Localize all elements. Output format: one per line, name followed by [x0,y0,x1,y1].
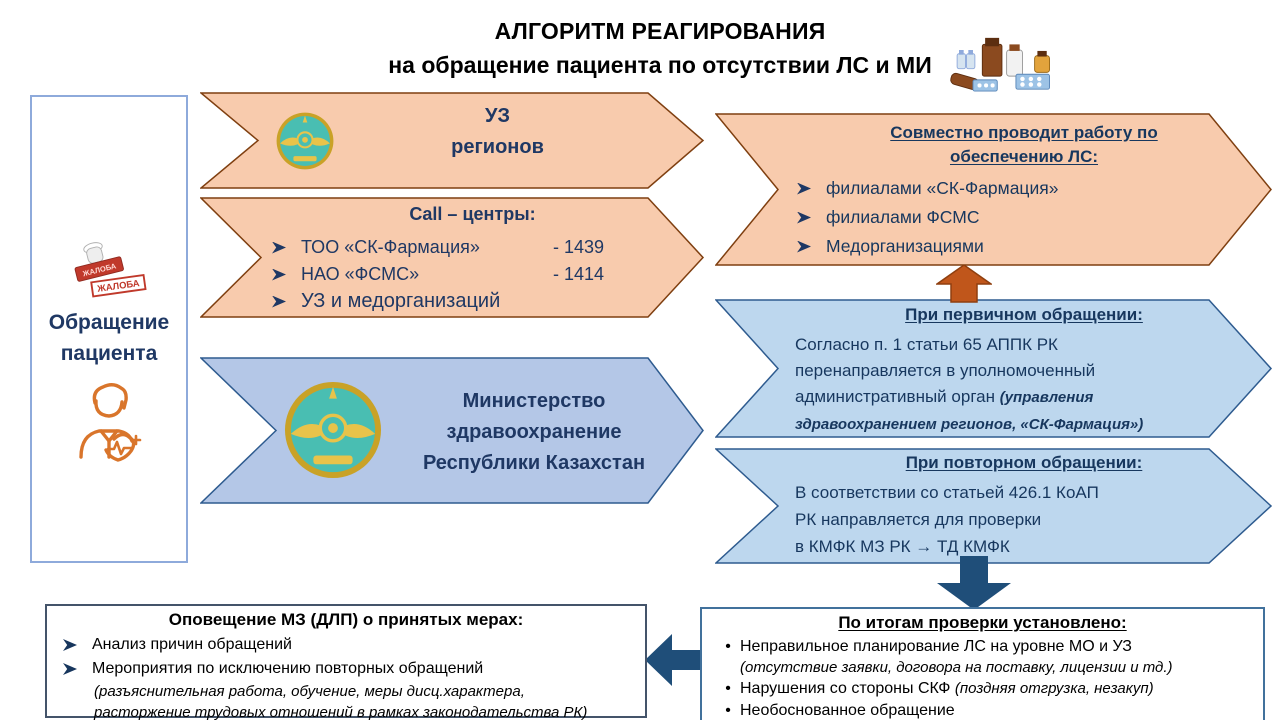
page-title: АЛГОРИТМ РЕАГИРОВАНИЯ на обращение пацие… [220,18,1100,79]
flow-arrow-primary-appeal: При первичном обращении: Согласно п. 1 с… [715,299,1273,438]
notification-item: Анализ причин обращений [63,633,645,657]
joint-work-item: филиалами ФСМС [797,203,1058,232]
joint-work-item: Медорганизациями [797,232,1058,261]
dot-bullet-icon: • [725,638,731,655]
arrow-shape [715,299,1273,438]
call-centers-title: Call – центры: [409,204,536,224]
repeat-appeal-line2: РК направляется для проверки [795,510,1042,529]
medicines-illustration-icon [950,37,1050,92]
check-result-note: (отсутствие заявки, договора на поставку… [740,659,1173,676]
notification-box: Оповещение МЗ (ДЛП) о принятых мерах: Ан… [45,604,647,720]
chevron-bullet-icon [797,211,811,224]
patient-appeal-label: Обращение пациента [48,311,170,365]
arrow-shape [715,113,1272,266]
dot-bullet-icon: • [725,680,731,697]
complaint-stamp-icon: ЖАЛОБА ЖАЛОБА [74,242,147,298]
check-result-item: • Необоснованное обращение [716,700,1263,720]
check-result-item: • Нарушения со стороны СКФ (поздняя отгр… [716,678,1263,700]
kazakhstan-emblem-icon [276,112,334,170]
joint-work-item: филиалами «СК-Фармация» [797,174,1058,203]
chevron-bullet-icon [272,241,286,254]
check-result-item: • Неправильное планирование ЛС на уровне… [716,636,1263,678]
joint-work-title-line1: Совместно проводит работу по [890,123,1158,142]
ministry-line3: Республики Казахстан [422,452,646,474]
check-results-title: По итогам проверки установлено: [838,613,1127,632]
repeat-appeal-line1: В соответствии со статьей 426.1 КоАП [795,483,1099,502]
chevron-bullet-icon [63,663,77,675]
repeat-appeal-title: При повторном обращении: [905,453,1143,472]
flow-arrow-repeat-appeal: При повторном обращении: В соответствии … [715,448,1273,564]
chevron-bullet-icon [272,268,286,281]
notification-item: Мероприятия по исключению повторных обра… [63,657,645,681]
check-results-box: По итогам проверки установлено: • Неправ… [700,607,1265,720]
down-arrow-icon [937,556,1011,610]
notification-title: Оповещение МЗ (ДЛП) о принятых мерах: [168,610,524,629]
check-result-note: (поздняя отгрузка, незакуп) [954,680,1154,697]
notification-item-note: (разъяснительная работа, обучение, меры … [94,683,588,720]
patient-appeal-panel: ЖАЛОБА ЖАЛОБА Обращение пациента [30,95,188,563]
flow-arrow-call-centers: Call – центры: ТОО «СК-Фармация» - 1439 … [200,197,705,318]
primary-appeal-note: (управления здравоохранением регионов, «… [795,389,1144,433]
arrow-shape [715,448,1273,564]
arrow-shape [200,92,705,189]
uz-regions-line1: УЗ [485,105,510,127]
chevron-bullet-icon [63,639,77,651]
title-line2: на обращение пациента по отсутствии ЛС и… [388,52,932,78]
ministry-line1: Министерство [462,390,606,412]
call-center-item: ТОО «СК-Фармация» - 1439 [272,234,604,261]
title-line1: АЛГОРИТМ РЕАГИРОВАНИЯ [494,18,826,44]
primary-appeal-title: При первичном обращении: [905,305,1143,324]
flow-arrow-ministry: Министерство здравоохранение Республики … [200,357,705,504]
arrow-shape [200,197,705,318]
ministry-line2: здравоохранение [446,421,622,443]
chevron-bullet-icon [797,182,811,195]
chevron-bullet-icon [272,295,286,308]
up-arrow-icon [936,265,992,303]
dot-bullet-icon: • [725,702,731,719]
doctor-icon [79,383,142,462]
uz-regions-line2: регионов [451,136,544,158]
kazakhstan-emblem-icon [284,381,382,479]
repeat-appeal-line3: в КМФК МЗ РК → ТД КМФК [795,537,1010,556]
call-center-item: НАО «ФСМС» - 1414 [272,261,604,288]
left-arrow-icon [645,634,707,686]
primary-appeal-body: Согласно п. 1 статьи 65 АППК РК перенапр… [795,335,1144,433]
call-center-item: УЗ и медорганизаций [272,288,604,315]
flow-arrow-uz-regions: УЗ регионов [200,92,705,189]
joint-work-title-line2: обеспечению ЛС: [949,147,1099,166]
flow-arrow-joint-work: Совместно проводит работу по обеспечению… [715,113,1273,266]
chevron-bullet-icon [797,240,811,253]
